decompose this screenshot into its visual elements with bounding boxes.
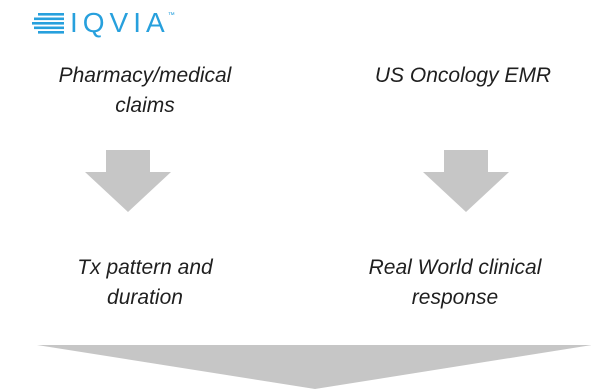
down-arrow-right-icon	[423, 150, 509, 212]
down-arrow-left-icon	[85, 150, 171, 212]
source-label-claims: Pharmacy/medical claims	[58, 64, 232, 117]
source-label-emr: US Oncology EMR	[374, 64, 552, 87]
output-label-real-world: Real World clinical response	[368, 256, 542, 309]
trademark-symbol: ™	[167, 12, 175, 19]
iqvia-logo: IQVIA ™	[32, 7, 202, 38]
output-label-tx-pattern: Tx pattern and duration	[77, 256, 213, 309]
wide-down-arrow-icon	[37, 345, 591, 389]
iqvia-logo-mark-icon	[32, 13, 64, 34]
iqvia-logo-text: IQVIA	[70, 7, 170, 38]
